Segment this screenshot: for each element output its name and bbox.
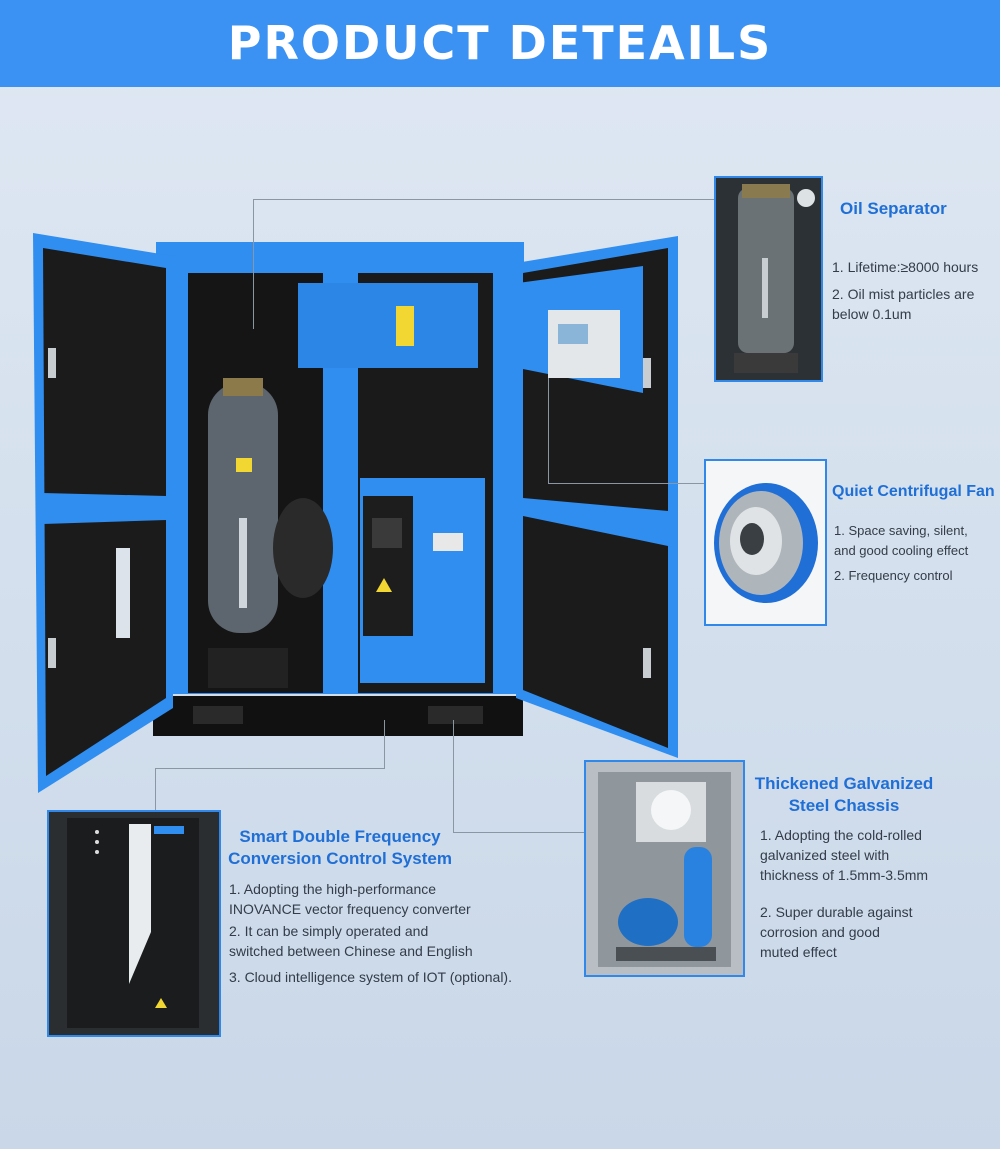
control-item-2: 2. It can be simply operated and switche… — [229, 923, 473, 959]
chassis-item-2: 2. Super durable against corrosion and g… — [760, 904, 913, 960]
oil-separator-item-1: 1. Lifetime:≥8000 hours — [832, 259, 979, 275]
air-compressor-image — [33, 233, 678, 793]
oil-separator-leader-h — [253, 199, 715, 200]
control-leader-v — [155, 768, 156, 810]
chassis-photo — [584, 760, 745, 977]
control-item-1: 1. Adopting the high-performance INOVANC… — [229, 881, 471, 917]
fan-photo — [704, 459, 827, 626]
chassis-title-line-2: Steel Chassis — [788, 796, 900, 815]
fan-leader-h — [548, 483, 705, 484]
control-system-photo — [47, 810, 221, 1037]
chassis-leader-h — [453, 832, 584, 833]
header-banner: PRODUCT DETEAILS — [0, 0, 1000, 87]
fan-leader-v — [548, 378, 549, 483]
control-item-3: 3. Cloud intelligence system of IOT (opt… — [229, 969, 512, 985]
chassis-leader-v — [453, 720, 454, 832]
fan-item-2: 2. Frequency control — [834, 568, 953, 583]
fan-item-1: 1. Space saving, silent, and good coolin… — [834, 523, 969, 558]
fan-illustration — [706, 461, 825, 624]
chassis-title-line-1: Thickened Galvanized — [754, 774, 934, 793]
page-title: PRODUCT DETEAILS — [227, 16, 773, 70]
chassis-item-1: 1. Adopting the cold-rolled galvanized s… — [760, 827, 929, 883]
oil-separator-item-2: 2. Oil mist particles are below 0.1um — [832, 286, 975, 322]
oil-separator-title: Oil Separator — [840, 199, 947, 218]
control-title-line-2: Conversion Control System — [228, 849, 452, 868]
chassis-illustration — [586, 762, 743, 975]
fan-title: Quiet Centrifugal Fan — [832, 483, 995, 500]
oil-separator-photo — [714, 176, 823, 382]
control-title-line-1: Smart Double Frequency — [239, 827, 441, 846]
control-leader-h — [155, 768, 385, 769]
oil-separator-leader-v — [253, 199, 254, 329]
oil-separator-illustration — [716, 178, 821, 380]
control-leader-v2 — [384, 720, 385, 768]
inverter-illustration — [49, 812, 219, 1035]
